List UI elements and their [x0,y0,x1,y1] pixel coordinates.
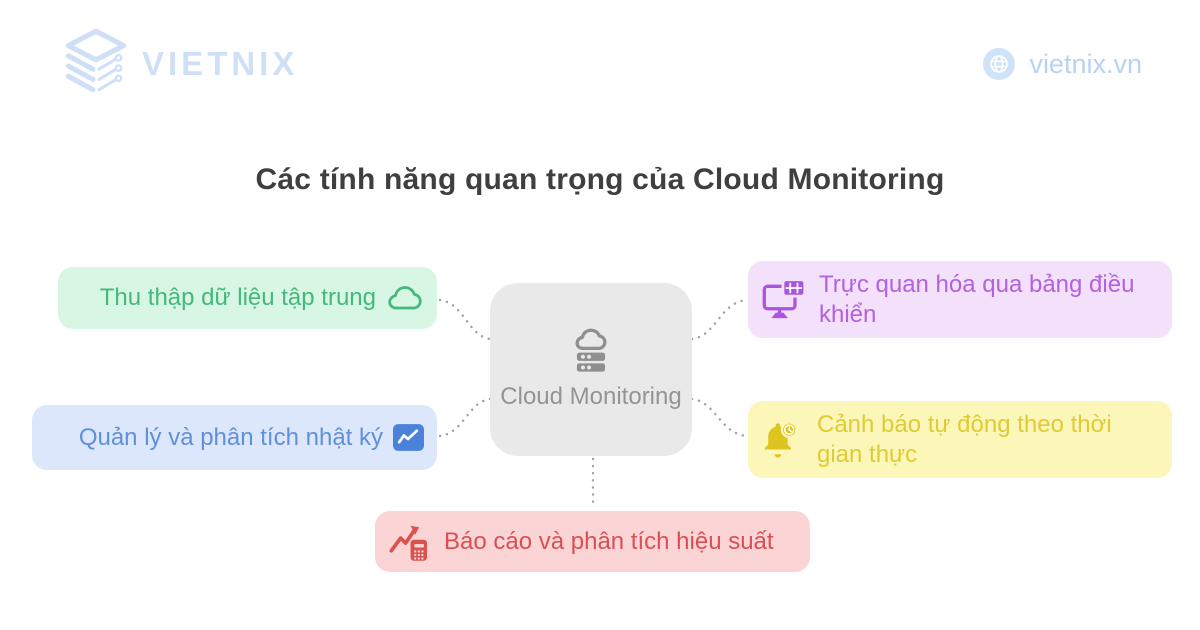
page-title: Các tính năng quan trọng của Cloud Monit… [255,163,945,196]
feature-label: Cảnh báo tự động theo thời gian thực [817,410,1112,468]
cloud-server-icon [575,328,607,372]
vietnix-logo-mark-icon [65,28,127,93]
center-node-label: Cloud Monitoring [500,382,682,410]
feature-label: Báo cáo và phân tích hiệu suất [444,527,774,555]
feature-label: Thu thập dữ liệu tập trung [99,284,376,311]
feature-label: Quản lý và phân tích nhật ký [78,423,383,451]
center-node: Cloud Monitoring [490,283,692,456]
site-badge: vietnix.vn [983,48,1142,80]
feature-card-realtime-alerts: Cảnh báo tự động theo thời gian thực [748,401,1172,478]
globe-icon [983,48,1016,80]
site-url: vietnix.vn [1029,48,1142,79]
cloud-icon [386,284,424,312]
feature-label: Trực quan hóa qua bảng điều khiển [819,270,1135,328]
feature-card-dashboard-visualization: Trực quan hóa qua bảng điều khiển [748,261,1172,338]
vietnix-logo: VIETNIX [56,26,298,102]
brand-wordmark: VIETNIX [142,45,299,82]
dashboard-monitor-icon [761,277,807,322]
alarm-bell-icon [761,419,805,461]
feature-card-data-collection: Thu thập dữ liệu tập trung [58,267,437,329]
analytics-chart-icon [393,424,424,451]
feature-card-performance-reports: Báo cáo và phân tích hiệu suất [375,511,810,572]
feature-card-log-analysis: Quản lý và phân tích nhật ký [32,405,437,470]
performance-trend-icon [388,520,432,564]
